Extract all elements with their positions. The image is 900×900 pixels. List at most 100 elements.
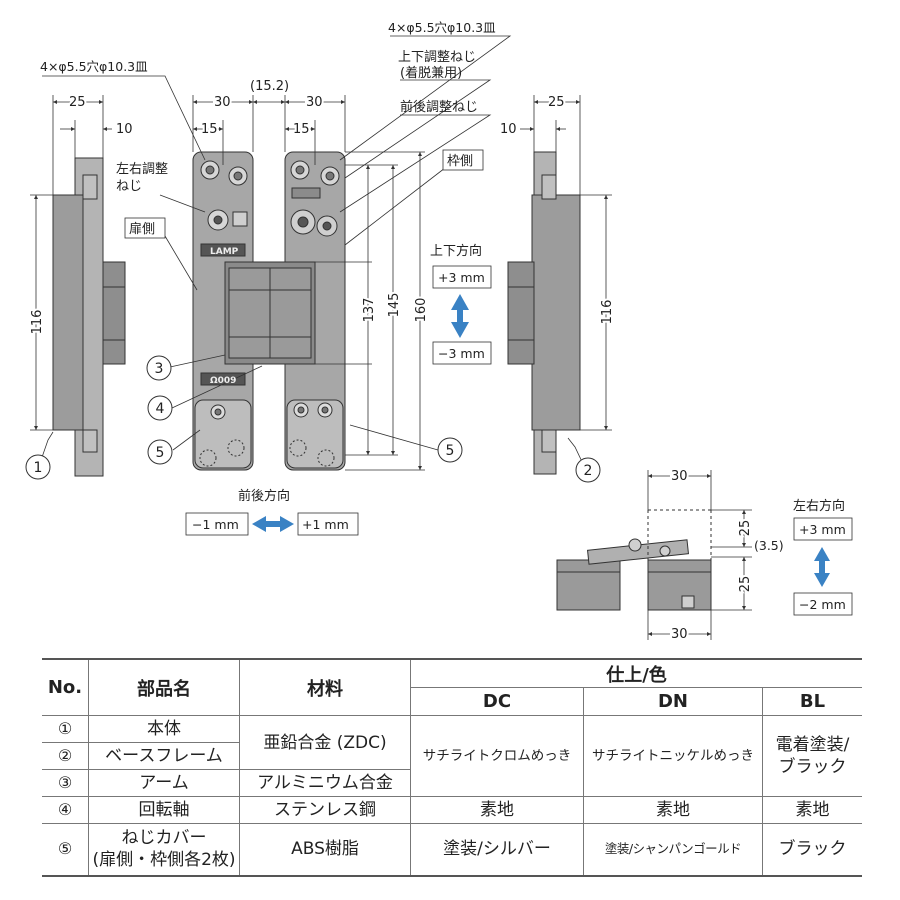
- dim-30-a: 30: [214, 95, 231, 110]
- row-material: ABS樹脂: [239, 823, 411, 877]
- header-part: 部品名: [88, 658, 240, 716]
- dim-25-right: 25: [548, 95, 565, 110]
- frontback-plus-box: [297, 512, 359, 536]
- bl-coating: 電着塗装/ ブラック: [762, 715, 862, 797]
- bl-coating-line2: ブラック: [778, 757, 847, 777]
- spec-table: No. 部品名 材料 仕上/色 DC DN BL ① 本体 亜鉛合金 (ZDC)…: [42, 658, 862, 877]
- bl-coating-line1: 電着塗装/: [775, 735, 850, 755]
- row-dn: 素地: [583, 796, 763, 824]
- callout-2: 2: [584, 463, 593, 479]
- header-no: No.: [42, 658, 89, 716]
- row-part: アーム: [88, 769, 240, 797]
- lateral-screw-label-1: 左右調整: [116, 162, 168, 177]
- row-no: ④: [42, 796, 89, 824]
- row-part-line2: (扉側・枠側各2枚): [92, 850, 236, 871]
- vertical-screw-label-2: (着脱兼用): [400, 65, 462, 81]
- header-dn: DN: [583, 687, 763, 716]
- right-side-view: [507, 151, 581, 475]
- leader-lines: [39, 35, 586, 469]
- material-alu: アルミニウム合金: [239, 769, 411, 797]
- leftright-minus-box: [793, 592, 853, 616]
- frame-side-box: [442, 149, 484, 171]
- table-row: ⑤ ねじカバー (扉側・枠側各2枚) ABS樹脂 塗装/シルバー 塗装/シャンパ…: [42, 823, 862, 877]
- left-side-view: [52, 157, 126, 477]
- door-side-label: 扉側: [129, 221, 155, 237]
- header-material: 材料: [239, 658, 411, 716]
- dn-plating: サチライトニッケルめっき: [583, 715, 763, 797]
- header-finish: 仕上/色: [410, 658, 862, 688]
- frontback-plus: +1 mm: [302, 517, 349, 532]
- top-view: [556, 509, 712, 611]
- row-part: 回転軸: [88, 796, 240, 824]
- row-part: 本体: [88, 715, 240, 743]
- row-part: ベースフレーム: [88, 742, 240, 770]
- row-dc: 塗装/シルバー: [410, 823, 584, 877]
- dimension-lines: [30, 95, 752, 640]
- top-view-25-a: 25: [738, 520, 753, 537]
- header-bl: BL: [762, 687, 862, 716]
- lateral-screw-label-2: ねじ: [116, 179, 142, 194]
- dim-15-a: 15: [201, 122, 218, 137]
- dim-116-right: 116: [600, 300, 615, 325]
- row-bl: ブラック: [762, 823, 862, 877]
- frontback-title: 前後方向: [238, 488, 290, 504]
- updown-plus: +3 mm: [438, 270, 485, 285]
- dim-145: 145: [387, 293, 402, 318]
- dim-10-left: 10: [116, 122, 133, 137]
- frontback-minus-box: [185, 512, 249, 536]
- front-view: [192, 151, 346, 471]
- dim-160: 160: [414, 298, 429, 323]
- stamp-bottom: Ω009: [210, 376, 236, 386]
- callout-1: 1: [34, 460, 43, 476]
- row-dn: 塗装/シャンパンゴールド: [583, 823, 763, 877]
- vertical-screw-label-1: 上下調整ねじ: [398, 50, 476, 65]
- table-header-row: No. 部品名 材料 仕上/色: [42, 658, 862, 716]
- dim-15-b: 15: [293, 122, 310, 137]
- row-material: ステンレス鋼: [239, 796, 411, 824]
- dim-137: 137: [362, 298, 377, 323]
- table-row: ② ベースフレーム: [42, 742, 862, 770]
- hole-spec-right: 4×φ5.5穴φ10.3皿: [388, 20, 496, 35]
- leftright-title: 左右方向: [793, 498, 845, 514]
- dc-plating: サチライトクロムめっき: [410, 715, 584, 797]
- row-no: ⑤: [42, 823, 89, 877]
- material-zdc: 亜鉛合金 (ZDC): [239, 715, 411, 770]
- callout-3: 3: [155, 361, 164, 377]
- dim-10-right: 10: [500, 122, 517, 137]
- top-view-25-b: 25: [738, 576, 753, 593]
- row-no: ②: [42, 742, 89, 770]
- callouts: [25, 355, 601, 483]
- updown-title: 上下方向: [430, 243, 482, 259]
- top-view-30-bottom: 30: [671, 627, 688, 642]
- row-part-line1: ねじカバー: [121, 828, 207, 849]
- hinge-drawing: 4×φ5.5穴φ10.3皿 4×φ5.5穴φ10.3皿 25 10 30 15 …: [25, 20, 853, 644]
- row-bl: 素地: [762, 796, 862, 824]
- leftright-plus: +3 mm: [799, 522, 846, 537]
- row-dc: 素地: [410, 796, 584, 824]
- updown-plus-box: [432, 265, 492, 289]
- header-dc: DC: [410, 687, 584, 716]
- leftright-plus-box: [793, 517, 853, 541]
- updown-minus: −3 mm: [438, 346, 485, 361]
- hole-spec-left: 4×φ5.5穴φ10.3皿: [40, 59, 148, 74]
- callout-4: 4: [156, 401, 165, 417]
- table-row: ④ 回転軸 ステンレス鋼 素地 素地 素地: [42, 796, 862, 824]
- table-subheader-row: DC DN BL: [42, 687, 862, 716]
- table-row: ① 本体 亜鉛合金 (ZDC) サチライトクロムめっき サチライトニッケルめっき…: [42, 715, 862, 797]
- dim-30-b: 30: [306, 95, 323, 110]
- table-row: ③ アーム アルミニウム合金: [42, 769, 862, 797]
- leftright-minus: −2 mm: [799, 597, 846, 612]
- top-view-3-5: (3.5): [754, 538, 784, 553]
- dim-116-left: 116: [30, 310, 45, 335]
- door-side-box: [124, 217, 166, 239]
- stamp-top: LAMP: [210, 247, 239, 257]
- updown-minus-box: [432, 341, 492, 365]
- dim-15-2: (15.2): [250, 79, 289, 94]
- row-no: ①: [42, 715, 89, 743]
- depth-screw-label: 前後調整ねじ: [400, 99, 478, 115]
- frame-side-label: 枠側: [447, 154, 473, 169]
- row-part: ねじカバー (扉側・枠側各2枚): [88, 823, 240, 877]
- top-view-30-top: 30: [671, 469, 688, 484]
- callout-5-right: 5: [446, 443, 455, 459]
- frontback-minus: −1 mm: [192, 517, 239, 532]
